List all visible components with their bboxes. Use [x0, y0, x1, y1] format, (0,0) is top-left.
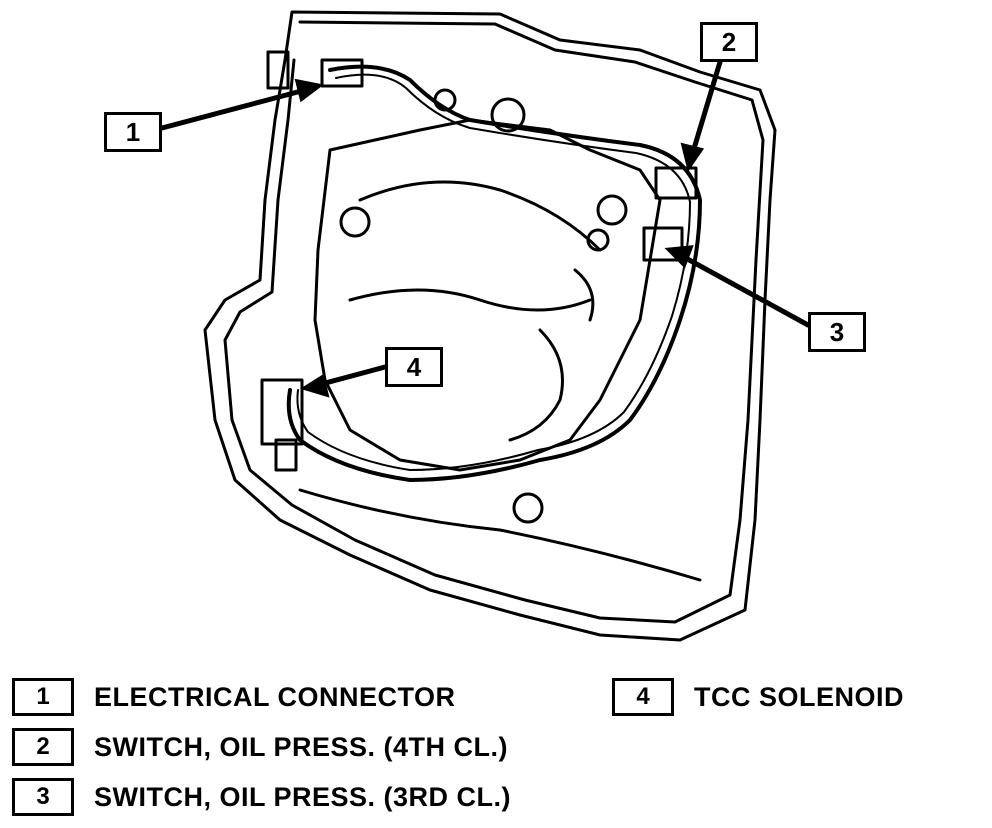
callout-4-number: 4	[406, 352, 422, 382]
valve-channel-c	[508, 328, 564, 442]
oil-pressure-switch-3rd	[642, 226, 684, 262]
legend-number: 4	[612, 678, 674, 716]
leader-line-2	[690, 59, 723, 155]
connector-bracket	[266, 50, 290, 90]
bolt	[512, 492, 544, 524]
wiring-harness	[286, 64, 702, 482]
legend-label: ELECTRICAL CONNECTOR	[94, 681, 456, 712]
bolt	[596, 194, 628, 226]
wiring-harness-inner	[296, 73, 691, 471]
leader-line-3	[679, 253, 811, 328]
case-outline	[203, 10, 777, 642]
bolt	[433, 88, 457, 112]
valve-channel-d	[573, 268, 595, 322]
bolt	[586, 228, 610, 252]
valve-channel-b	[348, 288, 592, 312]
callout-1-number: 1	[125, 117, 141, 147]
callout-1: 1	[104, 112, 162, 152]
valve-channel-a	[358, 180, 602, 252]
legend-item-1: 1 ELECTRICAL CONNECTOR	[12, 678, 456, 716]
legend-label: SWITCH, OIL PRESS. (3RD CL.)	[94, 781, 512, 812]
leader-arrow-1	[294, 78, 324, 103]
callout-3: 3	[808, 312, 866, 352]
legend-number: 1	[12, 678, 74, 716]
bolt	[490, 97, 526, 133]
callout-4: 4	[385, 347, 443, 387]
legend-item-4: 4 TCC SOLENOID	[612, 678, 904, 716]
legend-label: TCC SOLENOID	[694, 681, 905, 712]
legend-label: SWITCH, OIL PRESS. (4TH CL.)	[94, 731, 509, 762]
legend-number: 2	[12, 728, 74, 766]
callout-2-number: 2	[721, 27, 737, 57]
leader-line-4	[315, 364, 388, 388]
callout-2: 2	[700, 22, 758, 62]
legend-item-3: 3 SWITCH, OIL PRESS. (3RD CL.)	[12, 778, 511, 816]
leader-arrow-4	[299, 374, 330, 398]
electrical-connector	[320, 58, 364, 88]
leader-arrow-2	[680, 142, 705, 172]
oil-pressure-switch-4th	[654, 166, 698, 200]
leader-line-1	[159, 87, 308, 131]
legend-number: 3	[12, 778, 74, 816]
leader-arrow-3	[664, 245, 694, 269]
case-inner-outline	[223, 20, 765, 624]
tcc-solenoid	[260, 378, 304, 446]
callout-3-number: 3	[829, 317, 845, 347]
bolt	[339, 206, 371, 238]
case-lower-rib	[298, 488, 702, 582]
solenoid-mount	[274, 438, 298, 472]
legend-item-2: 2 SWITCH, OIL PRESS. (4TH CL.)	[12, 728, 508, 766]
